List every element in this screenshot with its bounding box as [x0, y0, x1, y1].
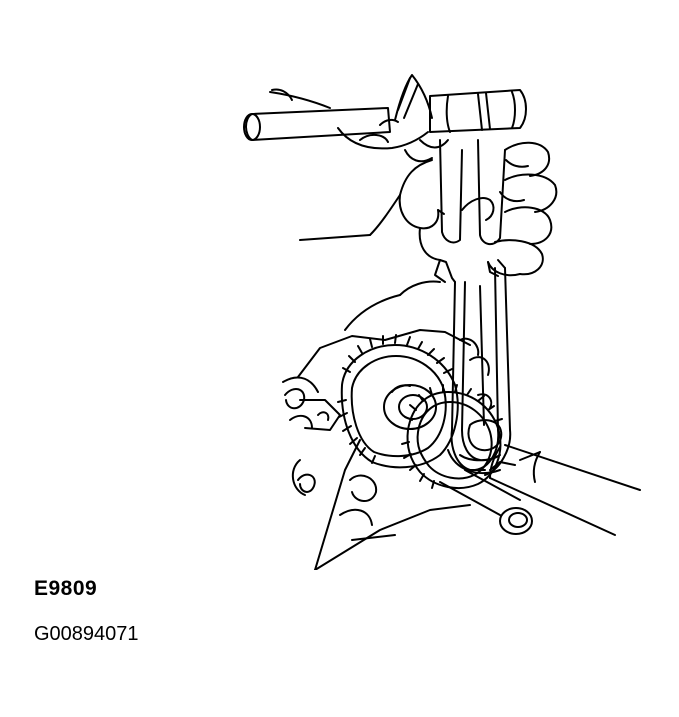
line-drawing-illustration: [0, 0, 679, 570]
hammer: [244, 90, 526, 140]
figure-code-primary: E9809: [34, 577, 98, 600]
large-gear: [338, 335, 458, 467]
left-hand: [270, 75, 448, 161]
figure-code-secondary: G00894071: [34, 623, 139, 645]
right-hand: [300, 143, 556, 330]
small-gear-shaft: [402, 385, 532, 534]
snap-ring-pliers: [440, 140, 510, 475]
transmission-case: [283, 330, 491, 570]
lower-arm: [490, 445, 640, 535]
